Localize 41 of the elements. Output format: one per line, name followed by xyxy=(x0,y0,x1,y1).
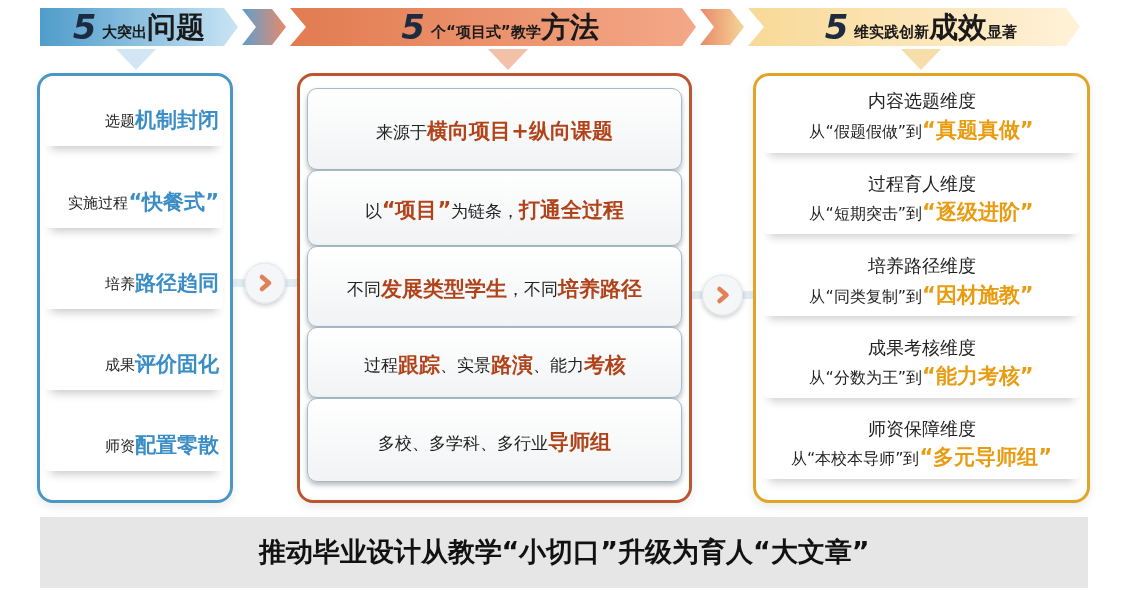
card-text: 从“分数为王”到“能力考核” xyxy=(809,364,1034,390)
issue-card: 师资配置零散 xyxy=(45,421,223,471)
card-title: 过程育人维度 xyxy=(867,172,976,195)
card-title: 师资保障维度 xyxy=(867,417,976,440)
header-banner xyxy=(40,8,238,46)
card-text: 从“同类复制”到“因材施教” xyxy=(809,282,1034,308)
method-card: 不同发展类型学生，不同培养路径 xyxy=(307,246,682,327)
card-text: 从“短期突击”到“逐级进阶” xyxy=(809,200,1034,226)
method-card: 以“项目”为链条，打通全过程 xyxy=(307,170,682,246)
banner-number: 5 xyxy=(401,6,425,48)
card-title: 成果考核维度 xyxy=(867,336,976,359)
banner-title: 大突出问题 xyxy=(102,9,206,45)
result-card xyxy=(763,247,1080,316)
issue-card: 成果评价固化 xyxy=(45,340,223,390)
method-card: 来源于横向项目+纵向课题 xyxy=(307,88,682,170)
banner-title: 维实践创新成效显著 xyxy=(854,9,1018,45)
card-text: 从“假题假做”到“真题真做” xyxy=(809,117,1034,143)
panel-frame xyxy=(297,73,692,503)
pointer-triangle xyxy=(116,49,156,70)
result-card xyxy=(763,328,1080,398)
panel-frame xyxy=(753,73,1090,503)
panel-frame xyxy=(37,73,233,503)
card-title: 内容选题维度 xyxy=(867,90,976,112)
card-title: 培养路径维度 xyxy=(867,255,976,277)
issue-card: 培养路径趋同 xyxy=(45,259,223,309)
method-card: 过程跟踪、实景路演、能力考核 xyxy=(307,327,682,398)
banner-number: 5 xyxy=(824,6,849,48)
issue-card: 选题机制封闭 xyxy=(45,96,223,146)
banner-number: 5 xyxy=(72,6,97,48)
result-card xyxy=(763,409,1080,479)
result-card xyxy=(763,164,1080,234)
chevron-arrow xyxy=(242,9,286,45)
banner-title: 个“项目式”教学方法 xyxy=(430,9,599,45)
pointer-triangle xyxy=(901,49,941,70)
issue-card: 实施过程“快餐式” xyxy=(45,178,223,228)
chevron-arrow xyxy=(700,9,744,45)
pointer-triangle xyxy=(488,49,528,70)
summary-banner: 推动毕业设计从教学“小切口”升级为育人“大文章” xyxy=(40,517,1088,588)
result-card xyxy=(763,80,1080,153)
card-text: 从“本校本导师”到“多元导师组” xyxy=(790,445,1053,471)
method-card: 多校、多学科、多行业导师组 xyxy=(307,398,682,482)
